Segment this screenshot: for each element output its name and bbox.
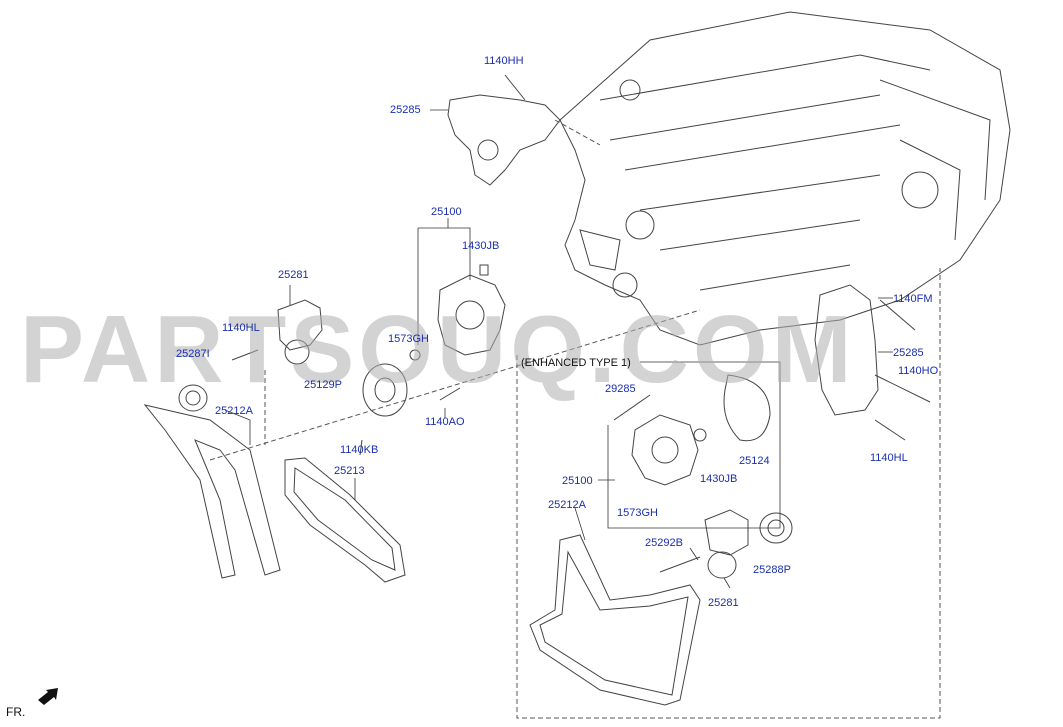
water-pump-box [631, 414, 699, 486]
label-1140KB[interactable]: 1140KB [340, 444, 379, 456]
label-25212A-box[interactable]: 25212A [548, 499, 586, 511]
label-1140HH[interactable]: 1140HH [484, 55, 524, 67]
label-1430JB-box[interactable]: 1430JB [700, 473, 738, 485]
label-25285-right[interactable]: 25285 [893, 347, 924, 359]
label-25212A-left[interactable]: 25212A [215, 405, 253, 417]
label-25124[interactable]: 25124 [739, 455, 770, 467]
label-1140HL-right[interactable]: 1140HL [870, 452, 908, 464]
label-25292B[interactable]: 25292B [645, 537, 683, 549]
water-pump-top [437, 274, 506, 356]
label-29285[interactable]: 29285 [605, 383, 636, 395]
direction-label: FR. [6, 705, 26, 719]
bracket-top [447, 94, 561, 186]
bracket-right [814, 284, 879, 416]
label-25100-top[interactable]: 25100 [431, 206, 462, 218]
tensioner-left [277, 299, 323, 351]
engine-block [559, 11, 1011, 346]
group-title: (ENHANCED TYPE 1) [521, 357, 631, 369]
label-1140AO[interactable]: 1140AO [425, 416, 465, 428]
label-25281-left[interactable]: 25281 [278, 269, 309, 281]
label-1573GH-top[interactable]: 1573GH [388, 333, 429, 345]
label-1140HL-left[interactable]: 1140HL [222, 322, 260, 334]
watermark: PARTSOUQ.COM [20, 296, 856, 403]
label-25213[interactable]: 25213 [334, 465, 365, 477]
belt-box [529, 534, 701, 706]
label-1573GH-box[interactable]: 1573GH [617, 507, 658, 519]
enhanced-group-box [516, 268, 941, 719]
label-1140FM[interactable]: 1140FM [893, 293, 933, 305]
label-1140HO[interactable]: 1140HO [898, 365, 939, 377]
label-25100-box[interactable]: 25100 [562, 475, 593, 487]
label-25288P[interactable]: 25288P [753, 564, 791, 576]
tensioner-box [704, 509, 749, 556]
label-25281-box[interactable]: 25281 [708, 597, 739, 609]
label-1430JB-top[interactable]: 1430JB [462, 240, 500, 252]
belt-left [143, 404, 281, 579]
label-25285-top[interactable]: 25285 [390, 104, 421, 116]
label-25129P[interactable]: 25129P [304, 379, 342, 391]
fr-arrow-icon [38, 688, 58, 705]
belt-25213 [284, 457, 406, 583]
label-25287I[interactable]: 25287I [176, 348, 210, 360]
